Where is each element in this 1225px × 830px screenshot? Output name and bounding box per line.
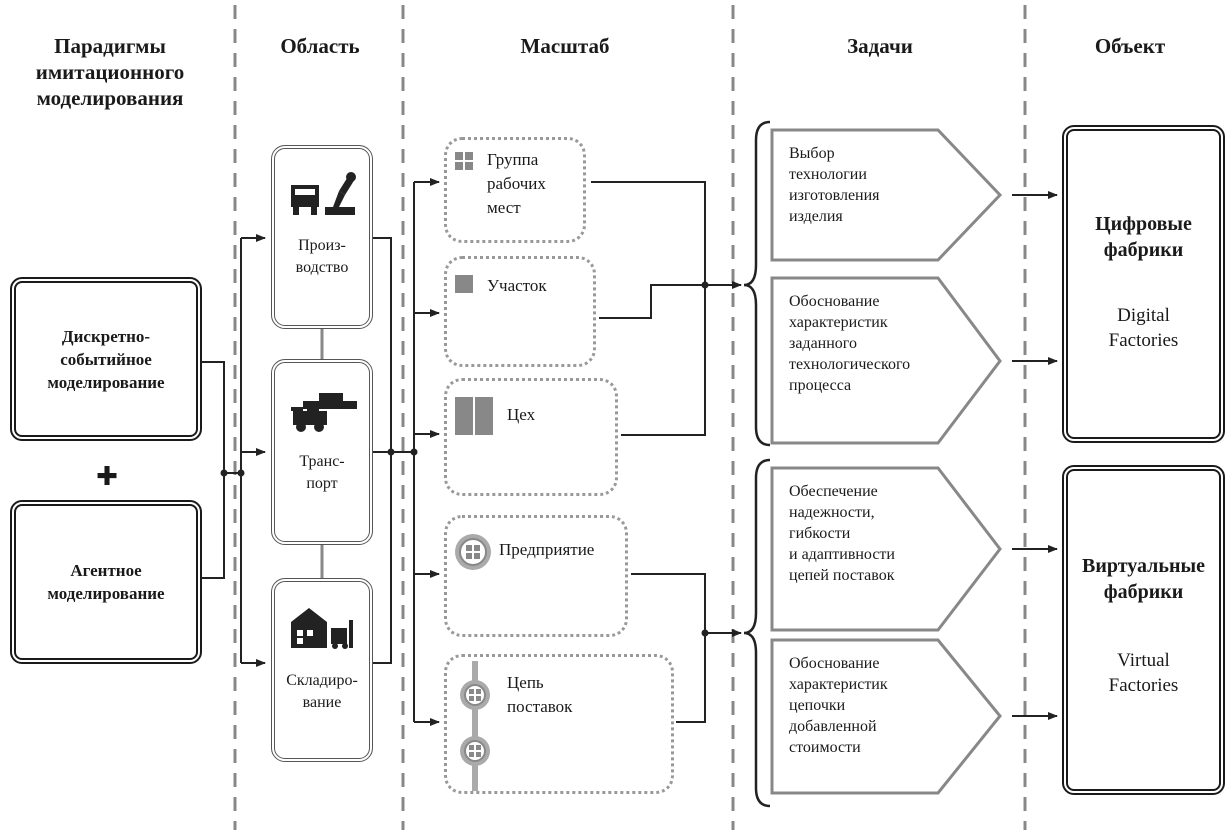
column-separators [233,5,1027,830]
area-transport-label: Транс- порт [299,453,345,492]
production-icon [291,172,356,215]
scale-supply-chain-label: Цепь поставок [507,673,573,716]
transport-icon [291,393,357,432]
virtual-factories-title: Виртуальные фабрики [1081,555,1205,603]
task-supply-chain-reliability: Обеспечение надежности, гибкости и адапт… [789,483,895,584]
task-pentagon [770,638,1002,795]
scale-section: Участок [444,256,596,367]
plus-icon: ✚ [96,462,118,491]
header-scale: Масштаб [520,34,610,58]
area-warehousing: Складиро- вание [271,578,373,762]
enterprise-icon [455,534,491,570]
task-technology-choice: Выбор технологии изготовления изделия [789,145,880,225]
digital-factories-title: Цифровые фабрики [1095,213,1192,261]
warehouse-icon [291,608,353,649]
scale-shop: Цех [444,378,618,496]
area-production: Произ- водство [271,145,373,329]
area-transport: Транс- порт [271,359,373,545]
area-production-label: Произ- водство [295,237,349,276]
scale-enterprise-label: Предприятие [499,540,595,559]
scale-enterprise: Предприятие [444,515,628,637]
scale-shop-label: Цех [507,405,536,424]
object-virtual-factories: Виртуальные фабрики Virtual Factories [1062,465,1225,795]
header-tasks: Задачи [847,34,913,58]
scale-section-label: Участок [487,276,547,295]
task-pentagon [770,276,1002,445]
header-object: Объект [1094,34,1166,58]
virtual-factories-subtitle: Virtual Factories [1108,650,1179,696]
supply-chain-icon [460,661,490,791]
task-pentagon [770,128,1003,262]
scale-workplace-group-label: Группа рабочих мест [487,150,546,217]
task-process-characteristics: Обоснование характеристик заданного техн… [789,293,911,394]
task-value-chain-characteristics: Обоснование характеристик цепочки добавл… [789,655,888,756]
task-pentagon [770,466,1002,632]
scale-workplace-group: Группа рабочих мест [444,137,586,243]
area-warehousing-label: Складиро- вание [286,672,358,711]
object-digital-factories: Цифровые фабрики Digital Factories [1062,125,1225,443]
header-paradigms: Парадигмы имитационного моделирования [35,34,185,110]
section-icon [455,275,473,293]
header-area: Область [280,34,360,58]
task-braces [743,120,771,808]
digital-factories-subtitle: Digital Factories [1108,305,1179,351]
scale-supply-chain: Цепь поставок [444,654,674,794]
paradigm-agent: Агентное моделирование [10,500,202,664]
shop-icon [455,397,493,435]
paradigm-discrete-event: Дискретно- событийное моделирование [10,277,202,441]
workplace-group-icon [455,152,473,170]
